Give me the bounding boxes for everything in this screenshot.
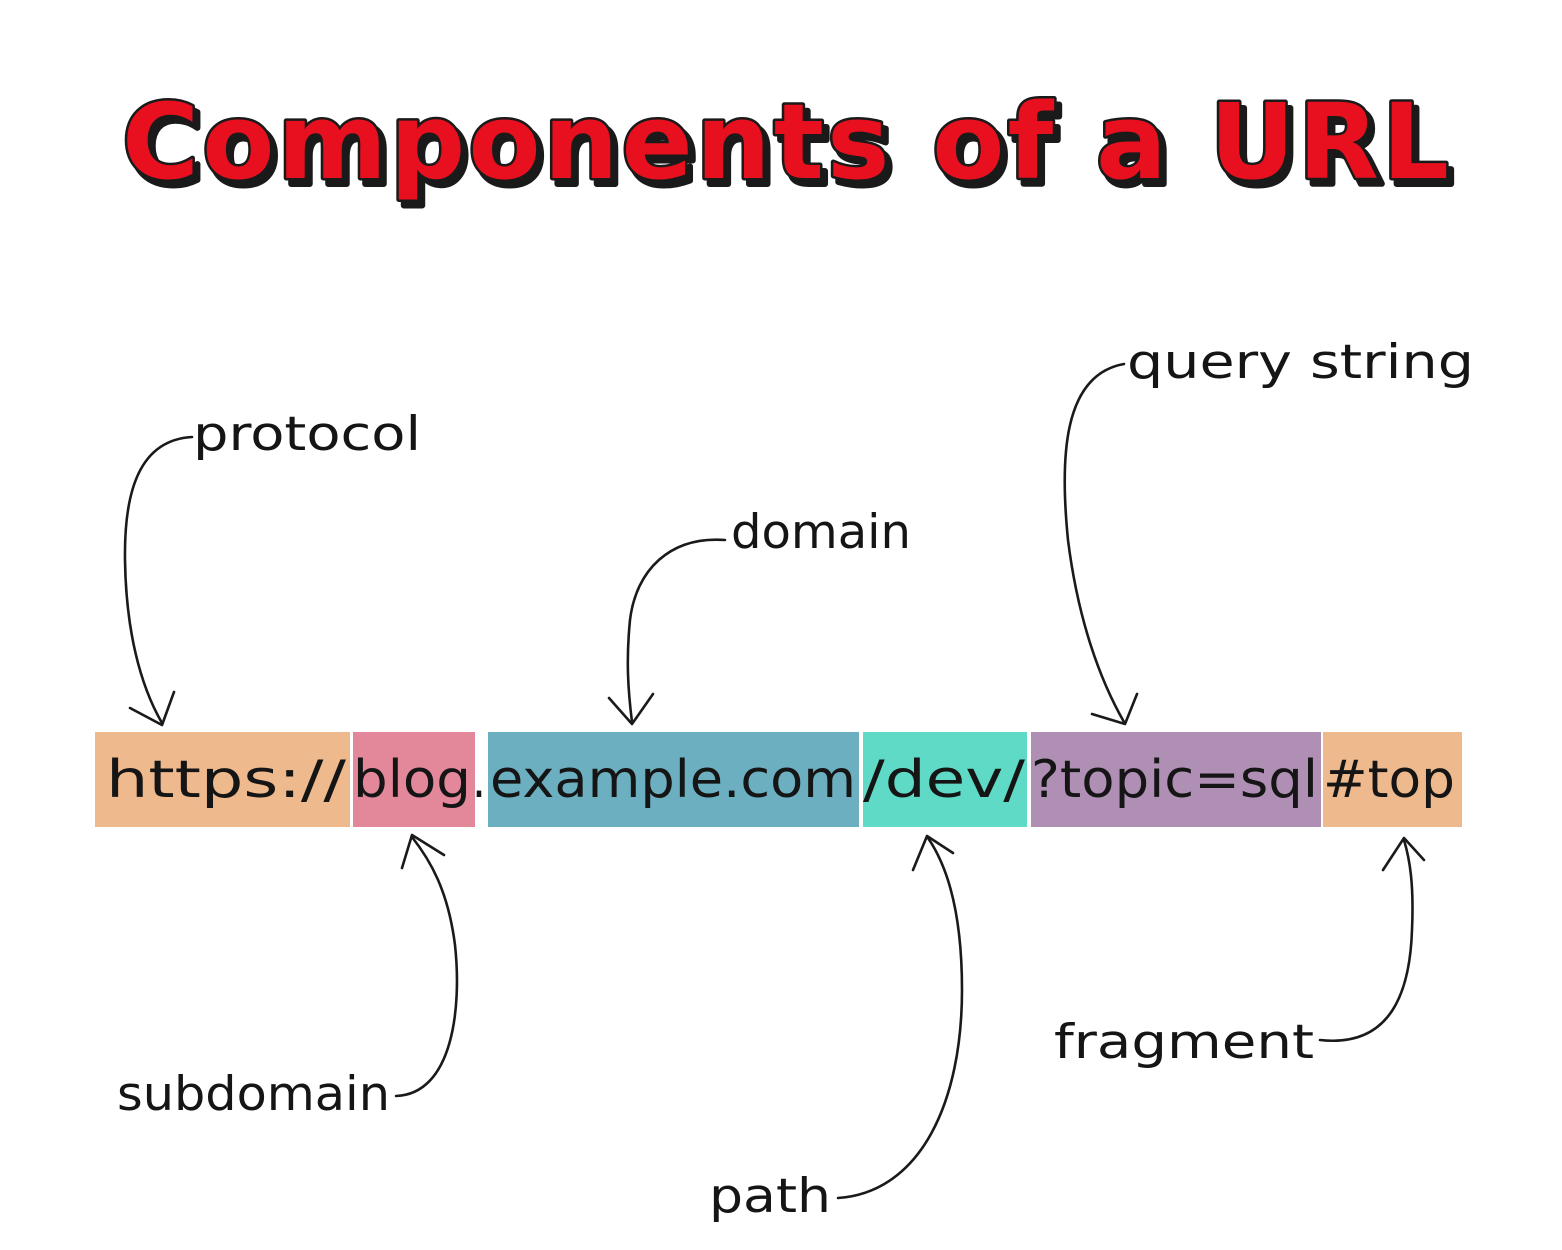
domain-segment-box [488,732,859,827]
subdomain-segment-box [353,732,475,827]
query-string-arrow [1063,362,1139,726]
query-segment-text: ?topic=sql [1031,750,1318,810]
fragment-segment-text: #top [1323,750,1455,810]
query-segment-box [1031,732,1321,827]
labels: protocol domain query string subdomain p… [117,335,1474,1224]
separator-dot-text: . [472,750,486,810]
subdomain-arrow [394,833,459,1098]
protocol-arrow [123,435,194,727]
domain-arrow [607,538,727,726]
arrows [123,362,1426,1200]
path-segment-text: /dev/ [863,750,1026,810]
domain-label: domain [731,505,911,560]
path-segment-box [863,732,1027,827]
title-group: Components of a URL Components of a URL [120,79,1458,213]
protocol-label: protocol [193,407,421,462]
domain-segment-text: example.com [490,750,856,810]
fragment-label: fragment [1054,1015,1314,1070]
page-title-shadow: Components of a URL [127,87,1457,209]
protocol-segment-text: https:// [106,750,347,810]
protocol-segment-box [95,732,350,827]
query-string-label: query string [1127,335,1474,390]
fragment-arrow [1318,836,1426,1043]
path-arrow [836,834,964,1200]
subdomain-segment-text: blog [353,750,471,810]
path-label: path [709,1169,831,1224]
page-title: Components of a URL [122,81,1452,203]
subdomain-label: subdomain [117,1067,390,1122]
fragment-segment-box [1323,732,1462,827]
url-bar: https:// blog . example.com /dev/ ?topic… [95,732,1462,827]
